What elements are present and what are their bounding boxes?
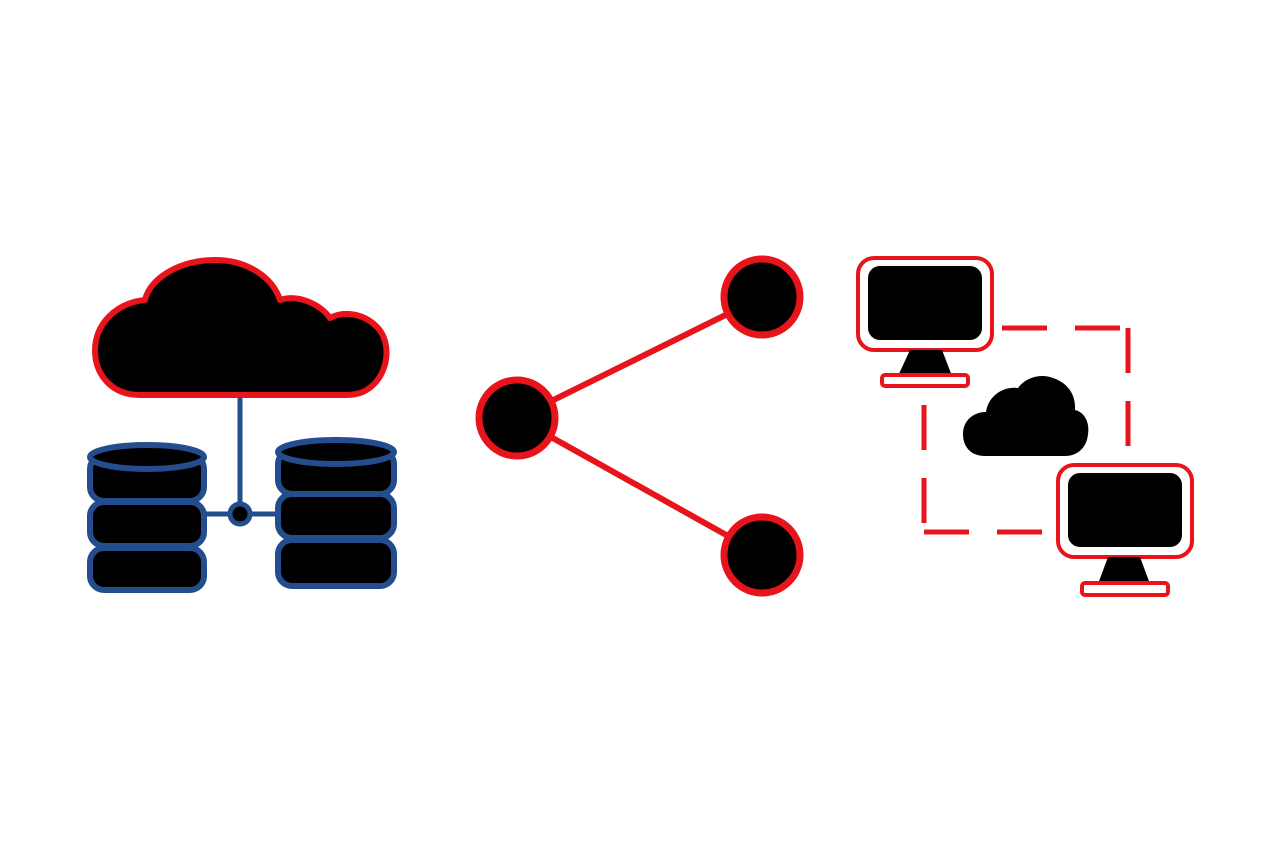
database-disk (275, 491, 397, 541)
monitor-screen (868, 266, 982, 340)
monitor-base (880, 373, 970, 388)
dashed-connection-frame (921, 325, 1131, 535)
share-node-bottom (720, 513, 804, 597)
monitor-stand (898, 350, 952, 376)
share-icon (475, 255, 804, 597)
monitor-icon-bottom (1056, 463, 1194, 597)
small-cloud-icon (963, 376, 1089, 456)
share-node-top (720, 255, 804, 339)
cloud-network-icon (856, 256, 1194, 597)
database-disk (87, 499, 207, 549)
monitor-screen (1068, 473, 1182, 547)
database-disk (275, 537, 397, 589)
monitor-base (1080, 581, 1170, 597)
monitor-stand (1098, 557, 1150, 584)
connector-hub (227, 501, 253, 527)
database-icon-left (87, 442, 207, 593)
cloud-icon (92, 257, 390, 398)
monitor-icon-top (856, 256, 994, 388)
share-lines (515, 294, 764, 558)
database-top (275, 437, 397, 467)
share-node-left (475, 376, 559, 460)
database-icon-right (275, 437, 397, 589)
cloud-database-icon (87, 257, 397, 593)
connector-lines (205, 395, 278, 517)
database-disk (87, 545, 207, 593)
database-top (87, 442, 207, 472)
